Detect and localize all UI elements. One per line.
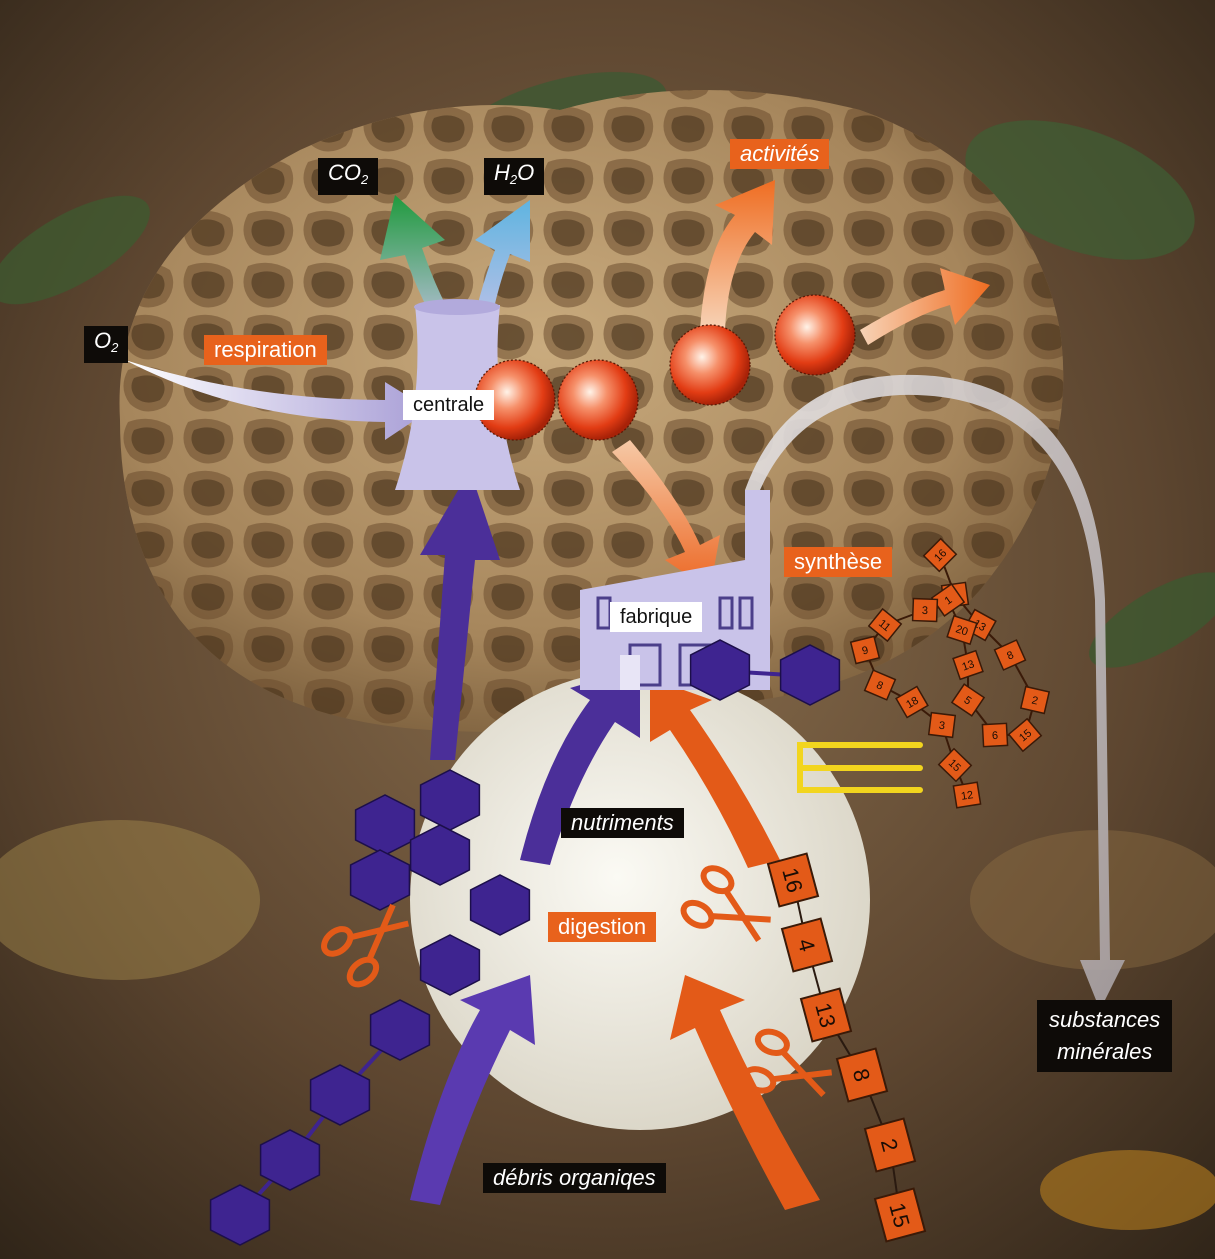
folded-amino-acid: 6 — [982, 723, 1007, 746]
substances-minerales-label: substances minérales — [1037, 1000, 1172, 1072]
activites-label: activités — [730, 139, 829, 169]
folded-amino-acid: 3 — [929, 713, 956, 738]
folded-amino-acid: 2 — [1021, 687, 1049, 714]
folded-amino-acid-number: 12 — [960, 789, 974, 803]
folded-amino-acid-number: 3 — [922, 605, 929, 617]
debris-organiques-label: débris organiqes — [483, 1163, 666, 1193]
synthese-label: synthèse — [784, 547, 892, 577]
substances-line2: minérales — [1049, 1036, 1160, 1068]
folded-amino-acid: 3 — [913, 599, 938, 622]
co2-label: CO2 — [318, 158, 378, 195]
nutriments-label: nutriments — [561, 808, 684, 838]
substances-line1: substances — [1049, 1004, 1160, 1036]
o2-label: O2 — [84, 326, 128, 363]
fabrique-label: fabrique — [610, 602, 702, 632]
respiration-label: respiration — [204, 335, 327, 365]
folded-amino-acid-number: 6 — [992, 730, 999, 742]
h2o-label: H2O — [484, 158, 544, 195]
centrale-label: centrale — [403, 390, 494, 420]
folded-amino-acid: 9 — [851, 636, 880, 663]
digestion-label: digestion — [548, 912, 656, 942]
folded-amino-acid: 12 — [953, 782, 980, 807]
